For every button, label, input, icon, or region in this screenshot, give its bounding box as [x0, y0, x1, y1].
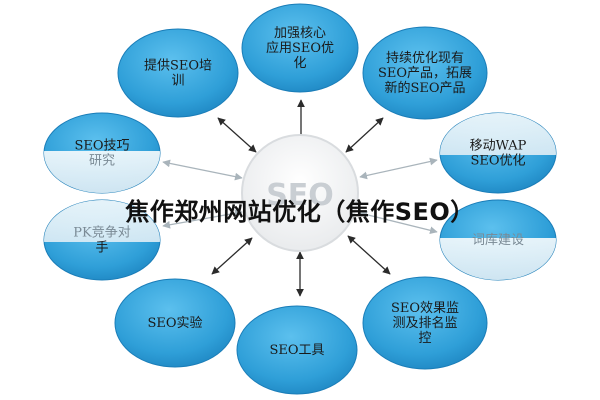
node-label-line: SEO技巧 — [74, 139, 129, 154]
node-label-line: 研究 — [89, 154, 115, 169]
arrow-left-lower — [162, 209, 243, 229]
node-ellipse — [362, 26, 488, 120]
node-ellipse — [236, 305, 358, 395]
arrow-right-upper — [359, 157, 438, 180]
node-label-line: 控 — [418, 331, 431, 346]
node-label-line: 应用SEO优 — [266, 40, 334, 56]
node-bottom: SEO工具 — [236, 305, 358, 395]
arrow-top-right — [345, 117, 384, 153]
arrow-bottom-right — [347, 235, 391, 275]
node-label-line: SEO产品，拓展 — [378, 66, 472, 81]
node-label-line: PK竞争对 — [73, 225, 130, 241]
node-label-line: 词库建设 — [472, 232, 524, 248]
node-label-line: 移动WAP — [470, 139, 527, 154]
node-label-line: 提供SEO培 — [144, 58, 212, 74]
node-bottom-left: SEO实验 — [114, 278, 236, 368]
arrow-right-lower — [359, 210, 438, 235]
node-ellipse — [241, 3, 359, 93]
center-circle — [241, 134, 359, 252]
node-label-line: 新的SEO产品 — [384, 80, 465, 96]
node-label-line: 加强核心 — [274, 26, 326, 41]
node-label-line: 化 — [293, 56, 306, 71]
center-label: SEO — [266, 178, 334, 213]
node-ellipse — [114, 278, 236, 368]
node-label-line: SEO效果监 — [391, 301, 459, 316]
node-label-line: SEO实验 — [147, 315, 202, 331]
node-label-line: SEO工具 — [269, 343, 324, 358]
node-label-line: 手 — [95, 241, 108, 256]
connector-arrows — [162, 99, 438, 297]
node-label-line: 测及排名监 — [392, 315, 457, 331]
arrow-top-left — [217, 117, 257, 153]
node-ellipse — [117, 28, 239, 118]
node-label-line: 持续优化现有 — [386, 51, 464, 66]
topic-nodes: 加强核心应用SEO优化持续优化现有SEO产品，拓展新的SEO产品移动WAPSEO… — [43, 3, 557, 395]
node-label-line: 训 — [171, 74, 184, 89]
page-title: 焦作郑州网站优化（焦作SEO） — [125, 198, 475, 226]
arrow-left-upper — [162, 159, 243, 181]
center-node: SEO — [241, 134, 359, 252]
node-ellipse — [362, 276, 488, 370]
node-label-line: SEO优化 — [470, 154, 525, 169]
arrow-bottom-left — [211, 237, 253, 275]
